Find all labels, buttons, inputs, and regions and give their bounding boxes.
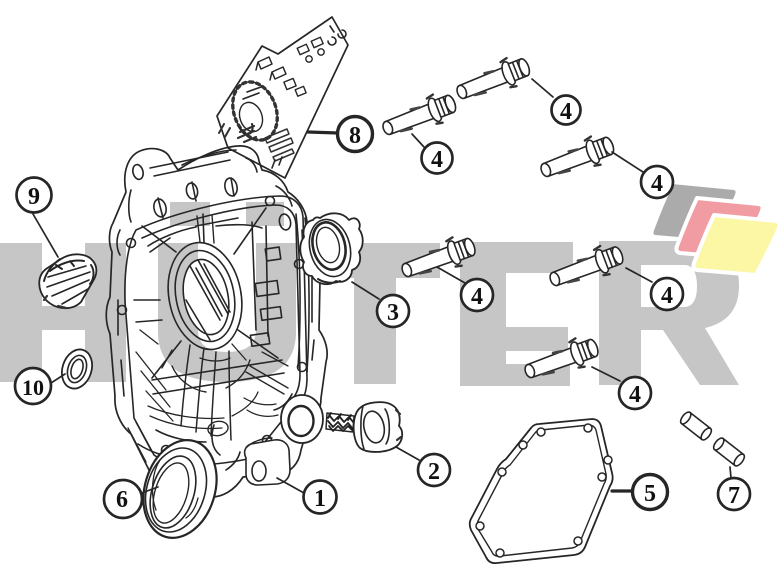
- svg-text:1: 1: [314, 486, 326, 512]
- svg-text:4: 4: [560, 99, 572, 125]
- svg-text:4: 4: [651, 171, 663, 197]
- svg-text:7: 7: [728, 483, 740, 509]
- svg-text:2: 2: [428, 459, 440, 485]
- svg-text:4: 4: [471, 284, 483, 310]
- svg-text:8: 8: [349, 123, 361, 149]
- svg-text:9: 9: [28, 184, 40, 210]
- svg-text:5: 5: [644, 481, 656, 507]
- svg-text:10: 10: [22, 375, 44, 400]
- svg-text:6: 6: [116, 487, 128, 513]
- svg-text:3: 3: [387, 300, 399, 326]
- svg-text:4: 4: [431, 147, 443, 173]
- svg-text:4: 4: [661, 283, 673, 309]
- svg-text:4: 4: [629, 382, 641, 408]
